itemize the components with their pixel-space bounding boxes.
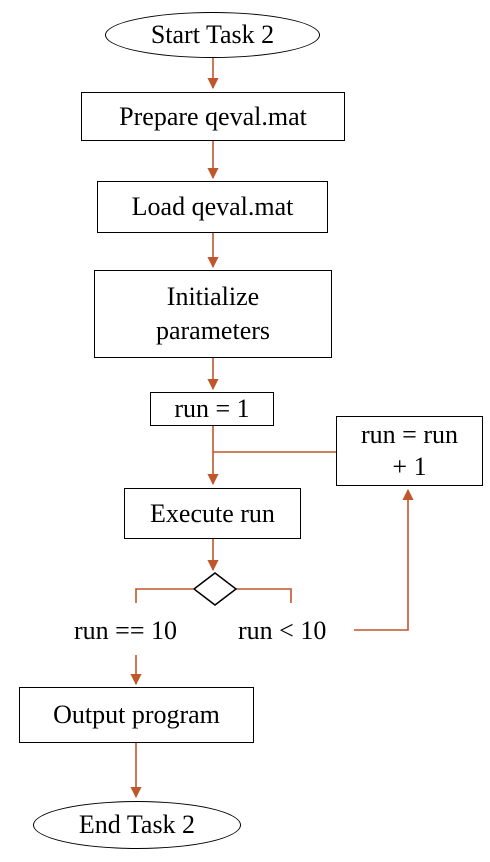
initialize-step: Initialize parameters — [94, 270, 332, 358]
end-terminal: End Task 2 — [33, 801, 241, 849]
prepare-label: Prepare qeval.mat — [119, 101, 307, 131]
increment-step: run = run + 1 — [336, 416, 483, 486]
prepare-step: Prepare qeval.mat — [81, 92, 345, 141]
line-decision-left — [135, 588, 193, 603]
line-decision-right — [236, 588, 292, 603]
increment-label-line1: run = run — [361, 420, 458, 449]
load-step: Load qeval.mat — [97, 181, 328, 233]
increment-label-line2: + 1 — [392, 452, 427, 481]
end-label: End Task 2 — [78, 810, 196, 839]
branch-done-label: run == 10 — [74, 616, 177, 645]
start-label: Start Task 2 — [150, 20, 275, 49]
output-step: Output program — [19, 687, 254, 743]
run-init-step: run = 1 — [150, 392, 274, 426]
arrow-loop-to-increment — [354, 488, 414, 631]
load-label: Load qeval.mat — [131, 192, 294, 221]
output-label: Output program — [53, 700, 220, 729]
execute-label: Execute run — [150, 498, 275, 528]
branch-loop-label: run < 10 — [238, 616, 327, 645]
start-terminal: Start Task 2 — [105, 12, 320, 58]
execute-step: Execute run — [124, 488, 301, 539]
run-init-label: run = 1 — [174, 394, 250, 423]
initialize-label-line1: Initialize — [166, 282, 260, 311]
decision-diamond — [192, 572, 238, 606]
initialize-label-line2: parameters — [155, 316, 271, 345]
